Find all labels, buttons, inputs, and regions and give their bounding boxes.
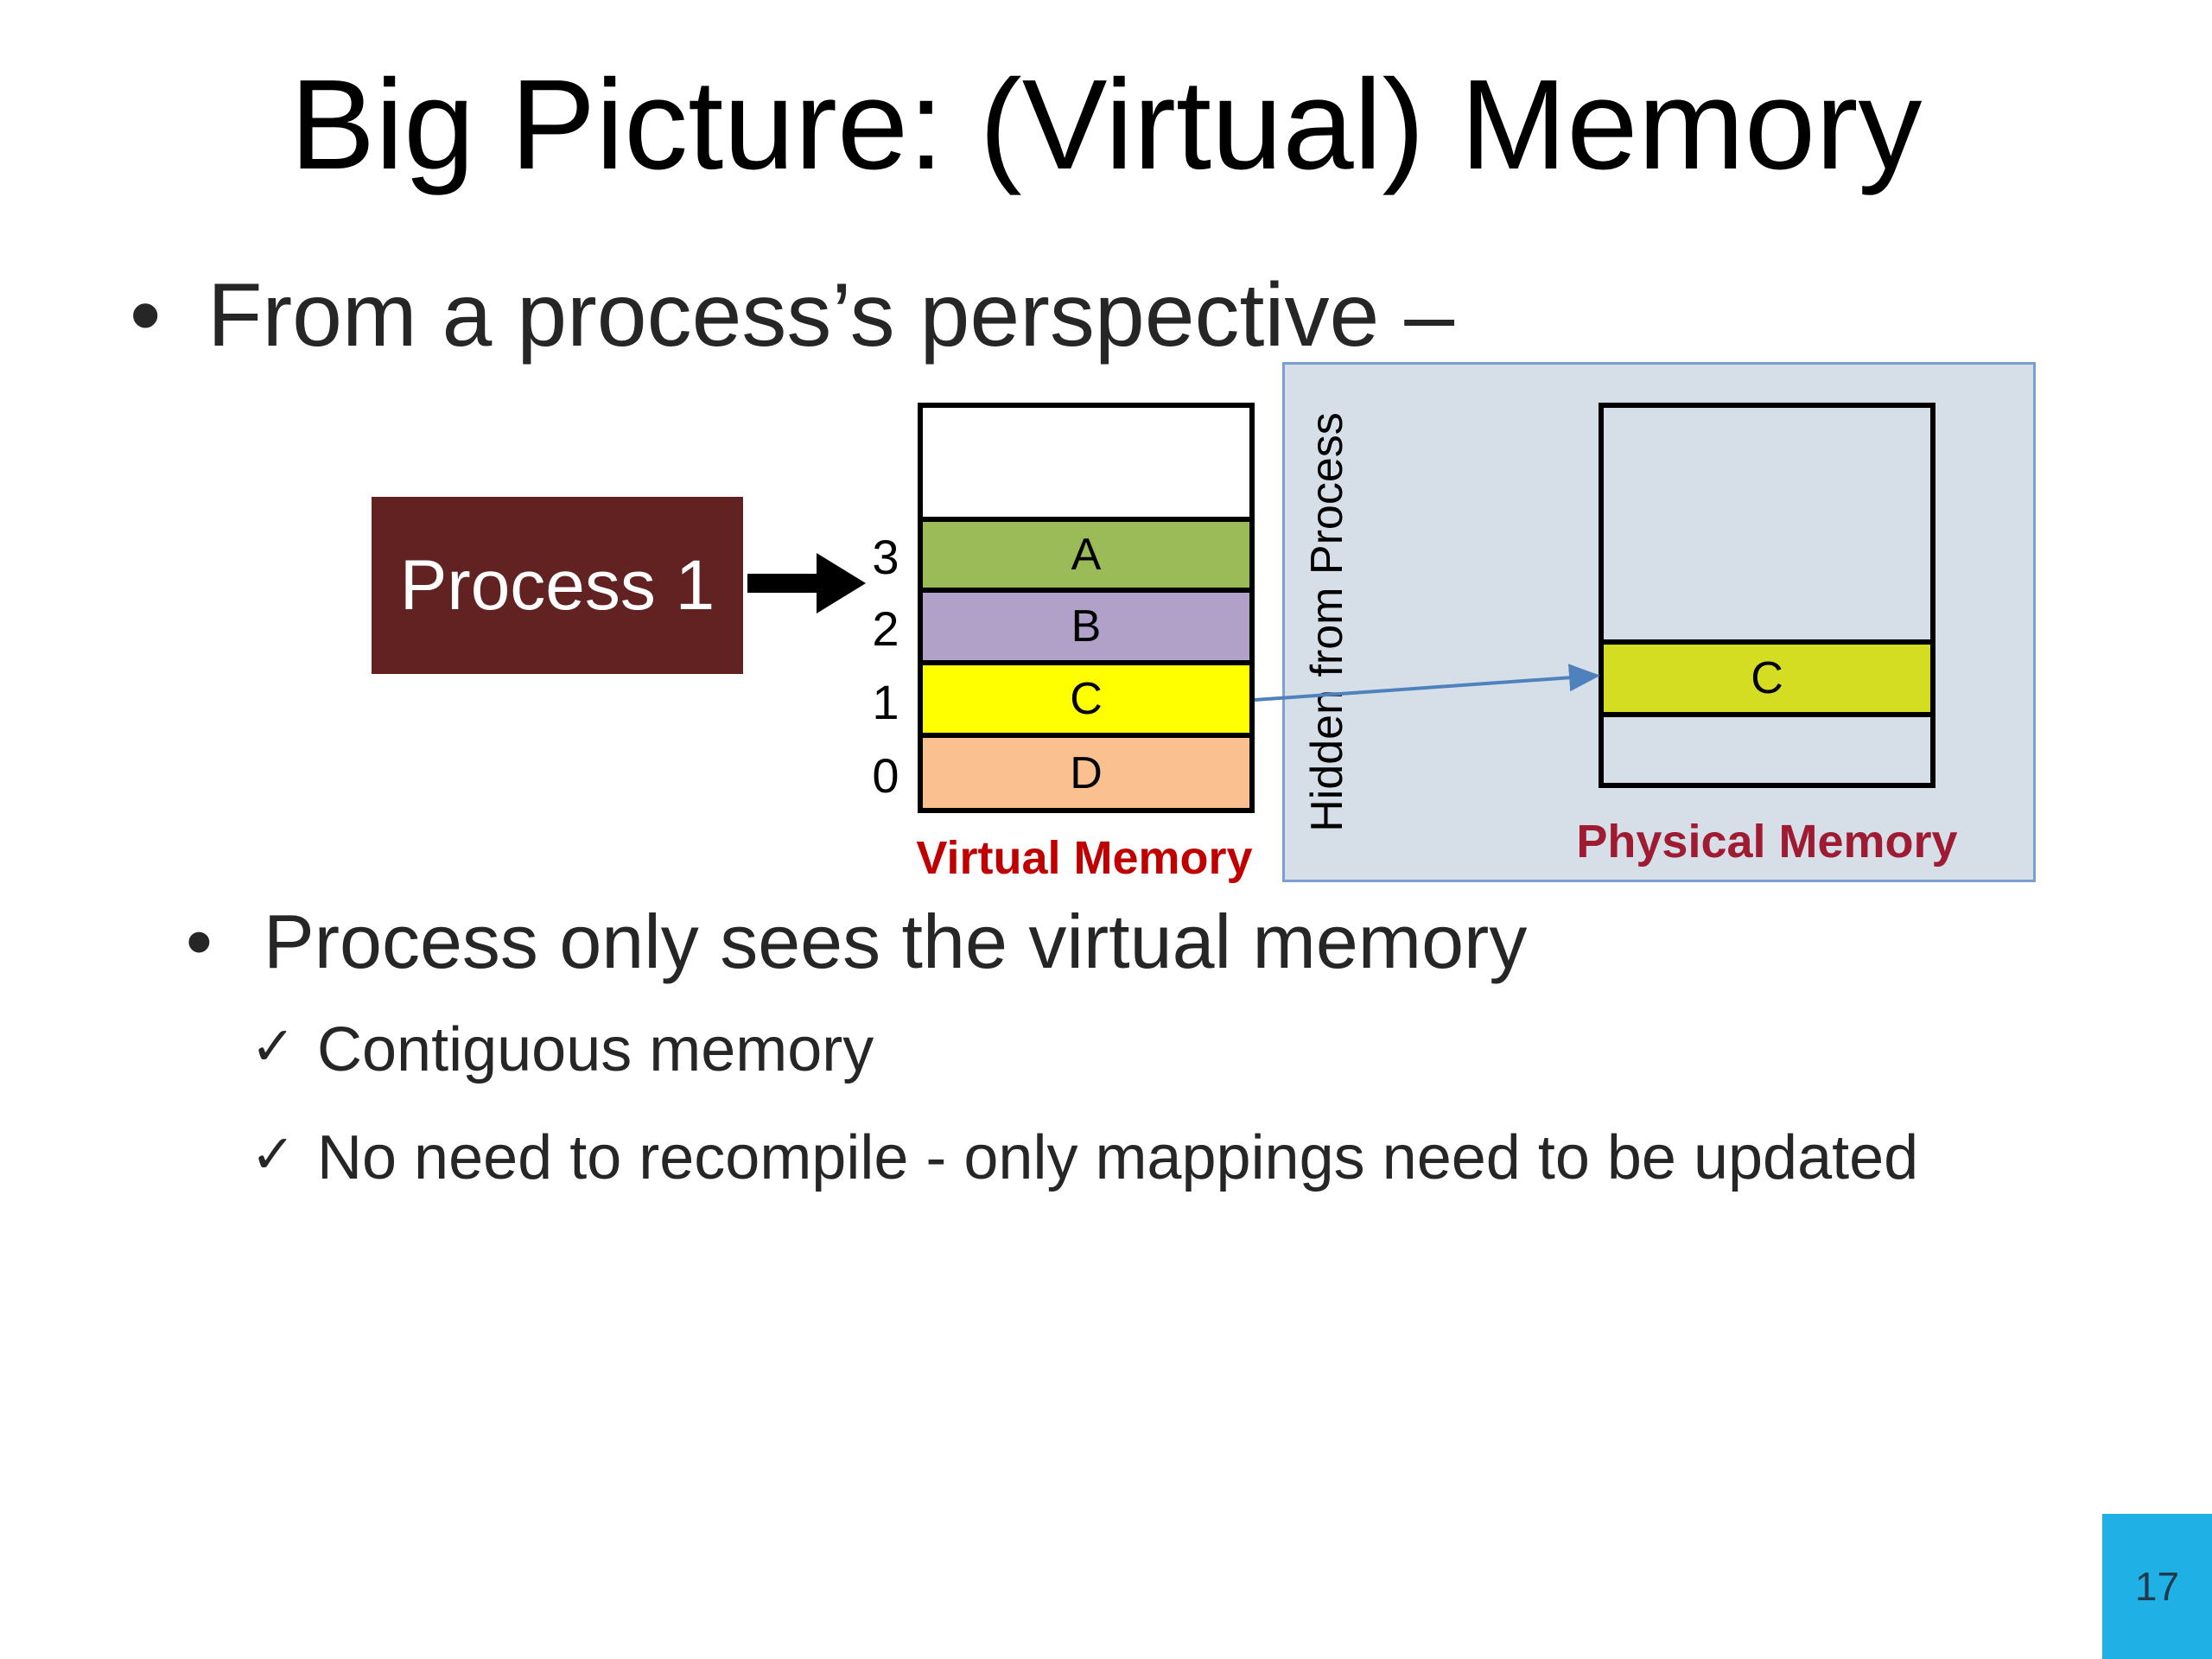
virtual-memory-block: A B C D bbox=[918, 403, 1255, 813]
process-label: Process 1 bbox=[399, 545, 715, 625]
bullet-process-perspective: • From a process’s perspective – bbox=[130, 259, 1454, 372]
check-item-no-recompile: ✓ No need to recompile - only mappings n… bbox=[251, 1115, 1959, 1201]
virtual-address-2: 2 bbox=[872, 601, 899, 656]
checkmark-icon: ✓ bbox=[251, 1014, 296, 1077]
virtual-memory-label: Virtual Memory bbox=[916, 832, 1253, 884]
bullet-marker: • bbox=[130, 265, 162, 365]
process-1-box: Process 1 bbox=[372, 497, 743, 674]
bullet-text: Process only sees the virtual memory bbox=[264, 899, 1528, 984]
virtual-segment-d: D bbox=[923, 733, 1249, 808]
bullet-text: From a process’s perspective – bbox=[207, 265, 1455, 365]
virtual-segment-c: C bbox=[923, 660, 1249, 733]
virtual-address-3: 3 bbox=[872, 530, 899, 584]
virtual-segment-b: B bbox=[923, 588, 1249, 660]
hidden-from-process-label: Hidden from Process bbox=[1302, 412, 1352, 832]
process-to-memory-arrow bbox=[747, 553, 866, 613]
virtual-address-1: 1 bbox=[872, 675, 899, 729]
check-item-contiguous: ✓ Contiguous memory bbox=[251, 1007, 1959, 1093]
virtual-segment-a: A bbox=[923, 517, 1249, 588]
check-text: No need to recompile - only mappings nee… bbox=[317, 1123, 1919, 1192]
physical-memory-block: C bbox=[1599, 403, 1936, 788]
check-text: Contiguous memory bbox=[317, 1015, 874, 1084]
page-number: 17 bbox=[2102, 1514, 2212, 1659]
bullet-process-sees-virtual: • Process only sees the virtual memory bbox=[186, 894, 1527, 989]
virtual-address-0: 0 bbox=[872, 748, 899, 803]
page-number-text: 17 bbox=[2134, 1564, 2180, 1609]
physical-memory-label: Physical Memory bbox=[1576, 816, 1958, 868]
bullet-marker: • bbox=[186, 899, 213, 984]
checkmark-icon: ✓ bbox=[251, 1122, 296, 1185]
slide-title: Big Picture: (Virtual) Memory bbox=[289, 54, 1923, 196]
physical-segment-c: C bbox=[1604, 639, 1930, 717]
